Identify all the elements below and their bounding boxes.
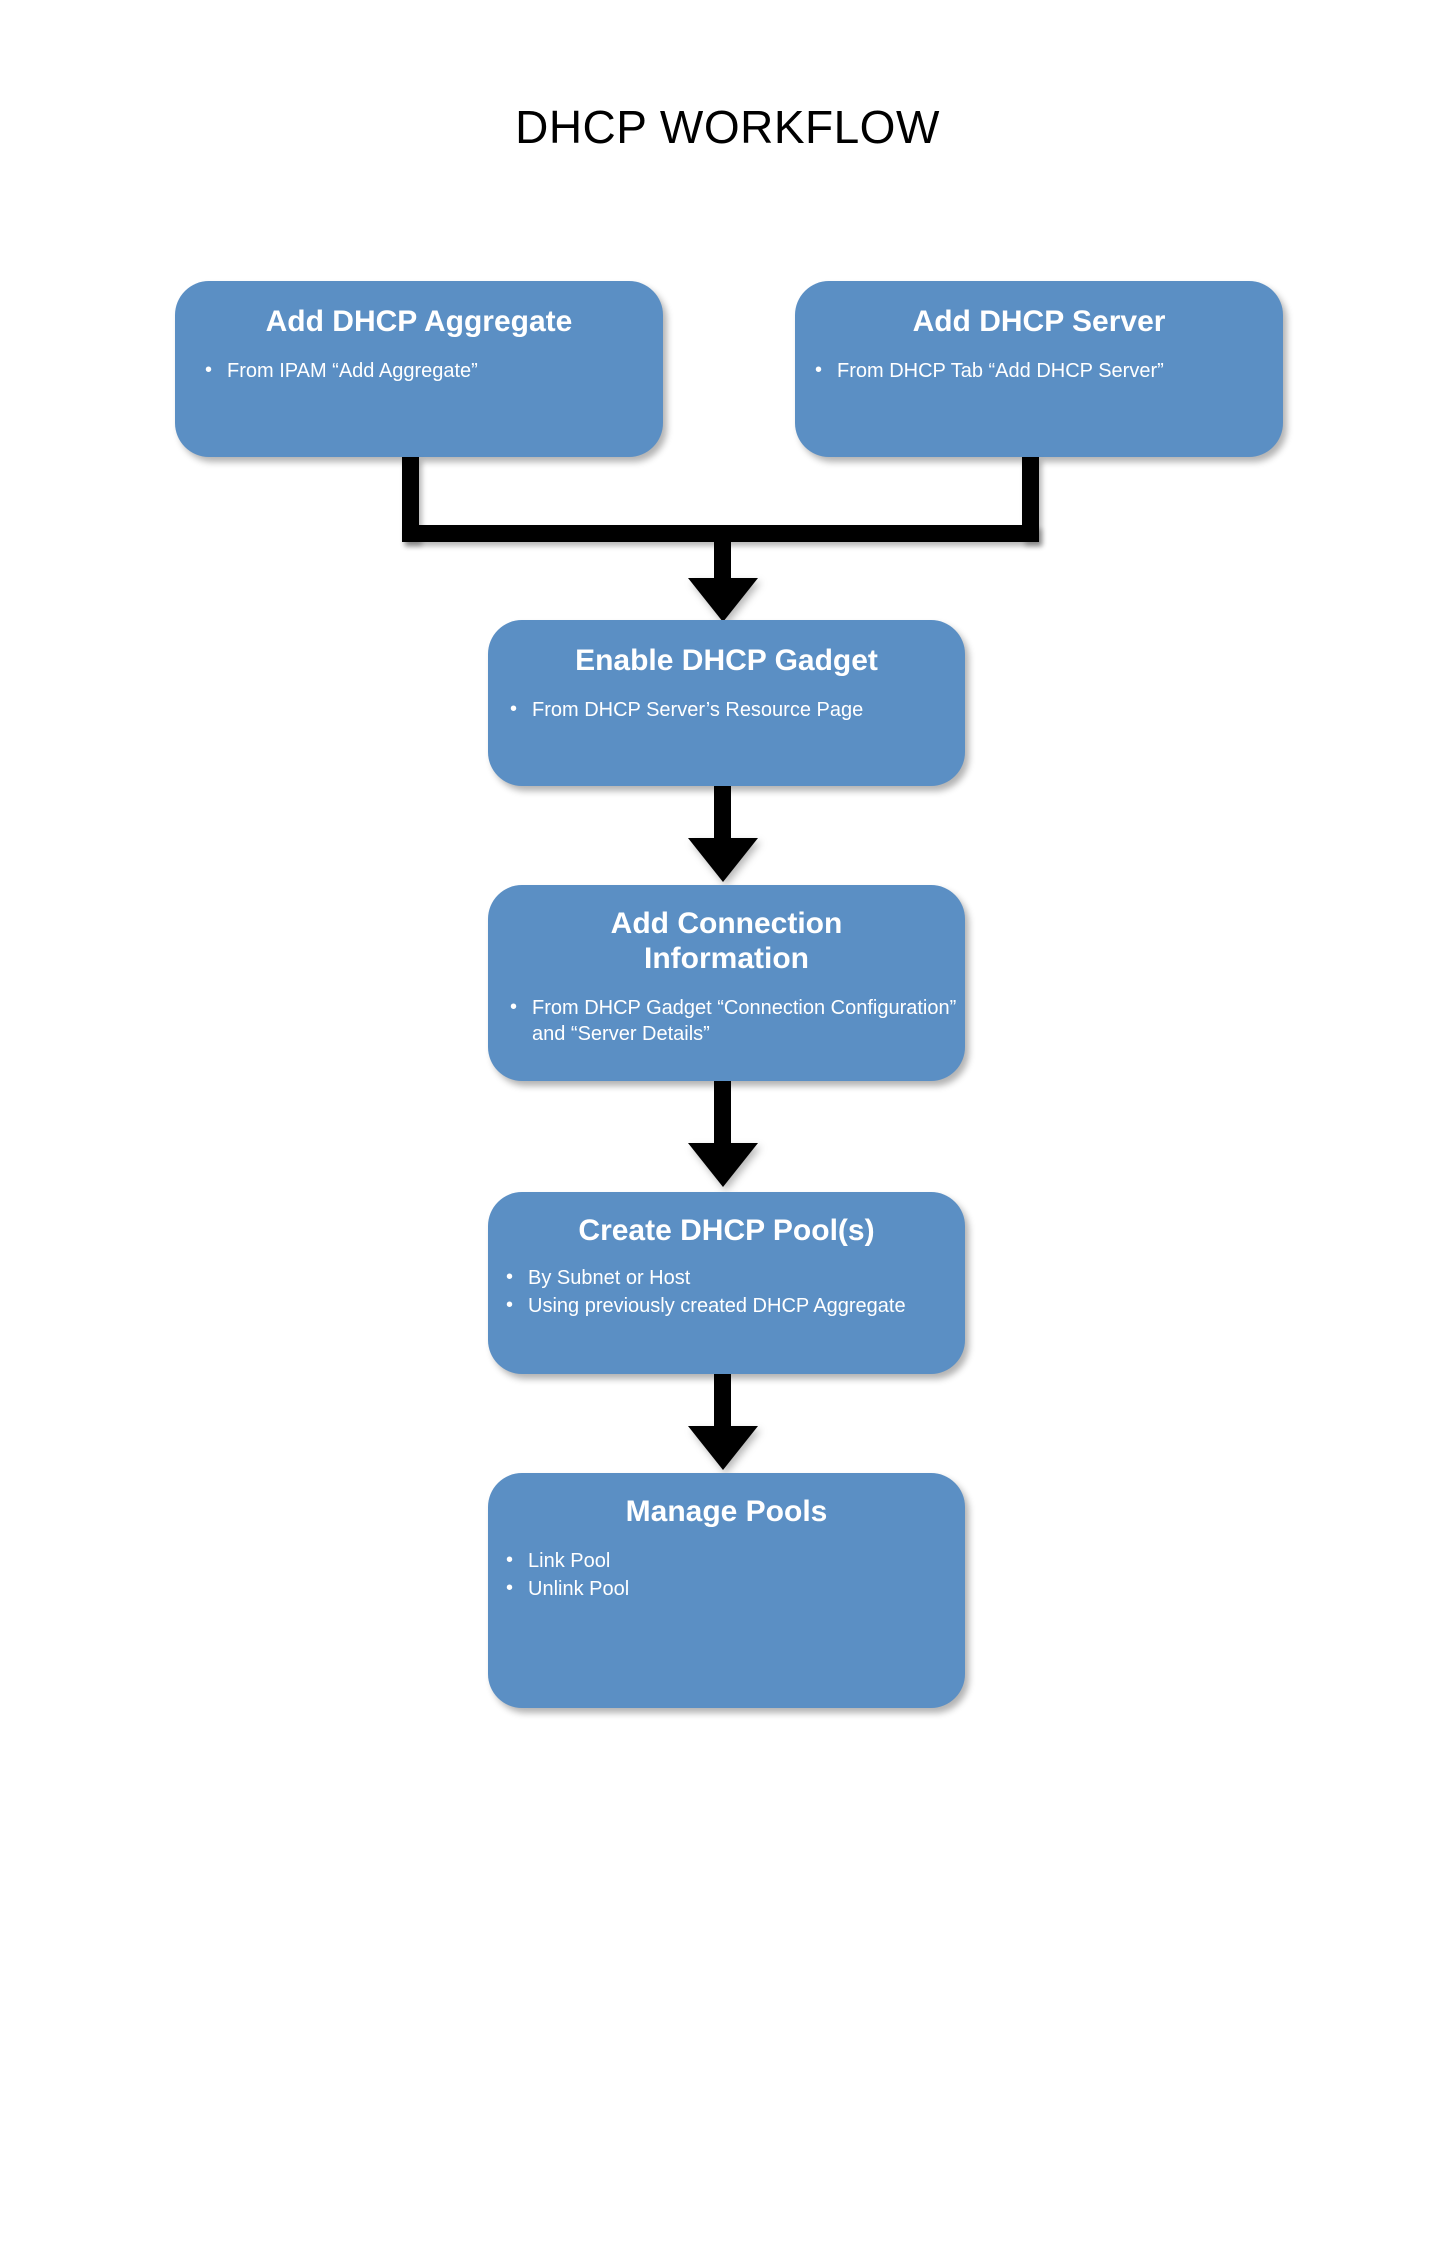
node-bullet: Unlink Pool xyxy=(498,1575,965,1603)
node-create-dhcp-pools[interactable]: Create DHCP Pool(s) By Subnet or Host Us… xyxy=(488,1192,965,1374)
connector-stem-right xyxy=(1022,457,1039,542)
node-bullet: From DHCP Gadget “Connection Configurati… xyxy=(502,994,965,1048)
node-title: Add Connection Information xyxy=(488,907,965,977)
node-title: Add DHCP Aggregate xyxy=(265,305,573,338)
node-bullet: From DHCP Tab “Add DHCP Server” xyxy=(807,357,1283,385)
node-enable-dhcp-gadget[interactable]: Enable DHCP Gadget From DHCP Server’s Re… xyxy=(488,620,965,786)
node-add-connection-information[interactable]: Add Connection Information From DHCP Gad… xyxy=(488,885,965,1081)
node-title: Create DHCP Pool(s) xyxy=(578,1214,875,1247)
node-bullet-list: Link Pool Unlink Pool xyxy=(488,1547,965,1603)
node-title-line-1: Add Connection xyxy=(610,907,843,940)
node-bullet: Using previously created DHCP Aggregate xyxy=(498,1292,965,1320)
node-title-line-2: Information xyxy=(644,941,809,975)
page-title: DHCP WORKFLOW xyxy=(515,101,940,153)
node-bullet: From IPAM “Add Aggregate” xyxy=(197,357,663,385)
connector-stem-connection-to-pools xyxy=(714,1081,731,1147)
node-title: Manage Pools xyxy=(625,1495,828,1528)
arrowhead-down-icon xyxy=(688,578,758,622)
node-bullet: From DHCP Server’s Resource Page xyxy=(502,696,965,724)
node-title: Enable DHCP Gadget xyxy=(575,644,878,677)
connector-stem-left xyxy=(402,457,419,542)
node-add-dhcp-server[interactable]: Add DHCP Server From DHCP Tab “Add DHCP … xyxy=(795,281,1283,457)
connector-stem-pools-to-manage xyxy=(714,1374,731,1430)
node-bullet-list: From DHCP Server’s Resource Page xyxy=(488,696,965,724)
node-add-dhcp-aggregate[interactable]: Add DHCP Aggregate From IPAM “Add Aggreg… xyxy=(175,281,663,457)
connector-stem-gadget-to-connection xyxy=(714,786,731,842)
node-bullet-list: From IPAM “Add Aggregate” xyxy=(175,357,663,385)
arrowhead-down-icon xyxy=(688,1143,758,1187)
node-bullet: By Subnet or Host xyxy=(498,1264,965,1292)
node-bullet-list: By Subnet or Host Using previously creat… xyxy=(488,1264,965,1320)
arrowhead-down-icon xyxy=(688,838,758,882)
node-bullet: Link Pool xyxy=(498,1547,965,1575)
node-title: Add DHCP Server xyxy=(912,305,1166,338)
node-bullet-list: From DHCP Tab “Add DHCP Server” xyxy=(795,357,1283,385)
node-manage-pools[interactable]: Manage Pools Link Pool Unlink Pool xyxy=(488,1473,965,1708)
connector-drop-stem xyxy=(714,534,731,586)
arrowhead-down-icon xyxy=(688,1426,758,1470)
connector-horizontal-bar xyxy=(402,525,1039,542)
node-bullet-list: From DHCP Gadget “Connection Configurati… xyxy=(488,994,965,1048)
